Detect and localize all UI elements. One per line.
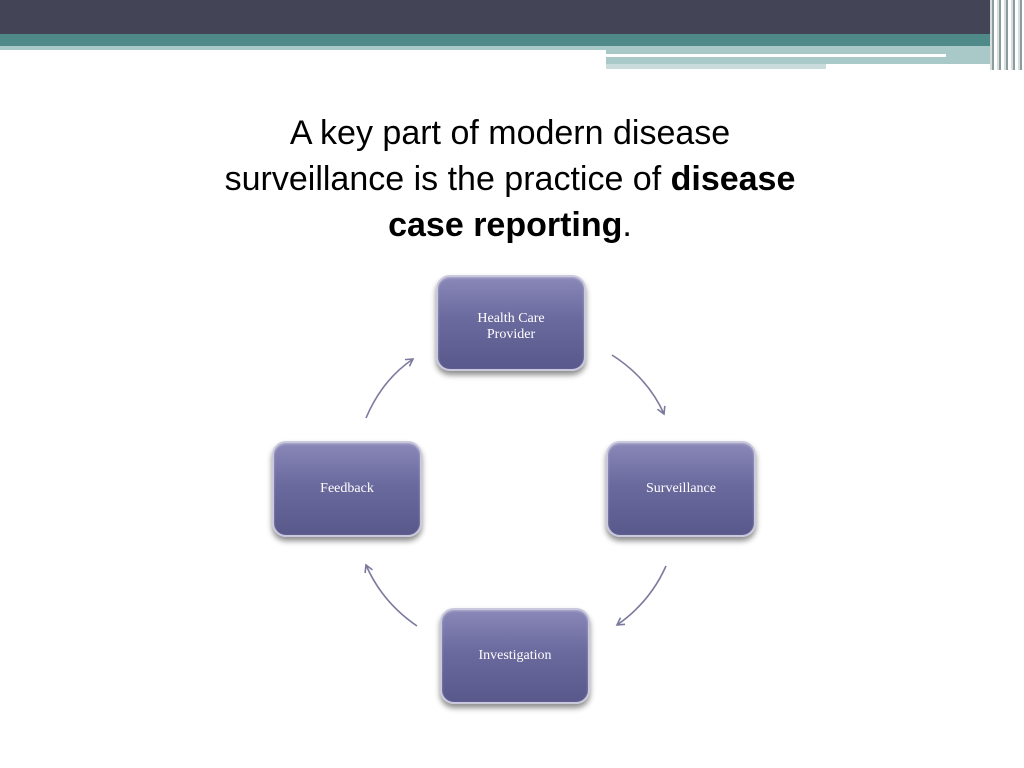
node-health-care-provider: Health Care Provider	[436, 275, 586, 371]
header-stripes	[990, 0, 1024, 70]
title-line-1: A key part of modern disease	[289, 114, 731, 152]
node-label: Health Care Provider	[477, 311, 545, 342]
node-investigation: Investigation	[440, 608, 590, 704]
node-label: Surveillance	[646, 481, 716, 496]
arrow-provider-to-surveillance	[611, 354, 666, 416]
title-line-2: surveillance is the practice of	[224, 160, 671, 198]
node-feedback: Feedback	[272, 441, 422, 537]
node-label: Investigation	[478, 648, 552, 663]
arrow-surveillance-to-investigation	[615, 565, 667, 626]
node-surveillance: Surveillance	[606, 441, 756, 537]
node-label: Feedback	[320, 481, 374, 496]
title-period: .	[622, 206, 632, 244]
title-bold-case-reporting: case reporting	[388, 206, 623, 244]
header-accent-line	[606, 54, 946, 57]
header-band-dark	[0, 0, 1024, 34]
slide-title: A key part of modern disease surveillanc…	[130, 110, 890, 248]
header-band-teal	[0, 34, 1024, 46]
header-band-light	[0, 46, 606, 50]
arrow-investigation-to-feedback	[364, 563, 418, 627]
title-bold-disease: disease	[670, 160, 796, 198]
header-accent-line	[606, 64, 826, 69]
arrow-feedback-to-provider	[365, 358, 415, 419]
